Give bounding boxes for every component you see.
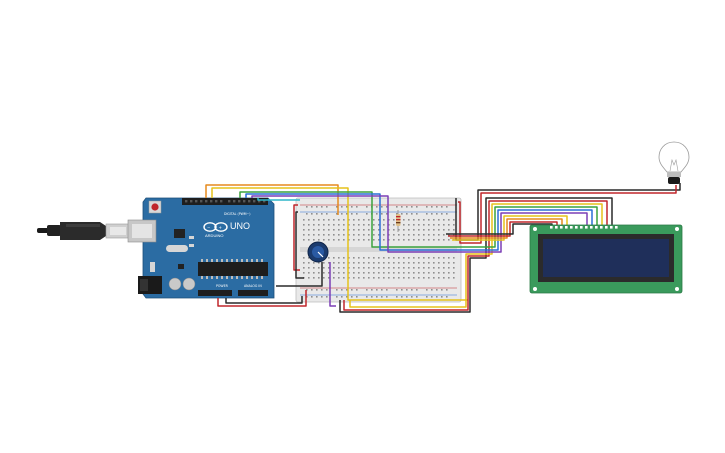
- wire-purple-pot[interactable]: [329, 262, 336, 307]
- wire-lcd-1[interactable]: [339, 197, 613, 313]
- arduino-uno-board[interactable]: DIGITAL (PWM~) − + UNO ARDUINO: [127, 197, 275, 299]
- svg-text:−: −: [207, 225, 210, 230]
- usb-cable-icon[interactable]: [37, 222, 131, 240]
- wire-orange[interactable]: [205, 184, 339, 215]
- wire-black-pot[interactable]: [276, 262, 323, 287]
- wire-red-lamp[interactable]: [458, 185, 677, 244]
- wire-yellow-1[interactable]: [211, 187, 468, 301]
- lcd-screen: [543, 239, 669, 277]
- wire-black-rail[interactable]: [295, 211, 304, 279]
- lcd-16x2-display[interactable]: [529, 224, 683, 294]
- wire-lcd-8[interactable]: [450, 218, 563, 239]
- wire-purple-1[interactable]: [251, 195, 474, 253]
- analog-label: ANALOG IN: [244, 284, 262, 288]
- wire-black-gnd[interactable]: [225, 296, 303, 304]
- wire-red-rail[interactable]: [293, 204, 300, 271]
- wire-blue-1[interactable]: [245, 193, 472, 251]
- wire-lcd-5[interactable]: [472, 209, 593, 251]
- potentiometer-icon[interactable]: [307, 241, 329, 263]
- wire-lcd-7[interactable]: [452, 215, 568, 241]
- breadboard[interactable]: [295, 197, 462, 303]
- digital-label: DIGITAL (PWM~): [224, 212, 250, 216]
- wire-green-1[interactable]: [239, 191, 470, 248]
- breadboard-holes: [303, 206, 455, 298]
- uno-label: UNO: [230, 221, 250, 231]
- resistor-icon[interactable]: [396, 210, 401, 232]
- lightbulb-icon[interactable]: [658, 141, 690, 184]
- wire-lcd-3[interactable]: [349, 203, 603, 308]
- svg-text:+: +: [219, 225, 222, 230]
- power-label: POWER: [216, 284, 229, 288]
- wire-cyan-1[interactable]: [257, 198, 300, 201]
- arduino-brand: ARDUINO: [205, 233, 223, 238]
- wire-black-lamp[interactable]: [455, 183, 681, 241]
- wires[interactable]: [205, 183, 681, 313]
- wire-lcd-10[interactable]: [446, 223, 553, 235]
- wire-lcd-6[interactable]: [474, 212, 588, 253]
- wire-lcd-2[interactable]: [343, 200, 608, 311]
- arduino-logo-icon: − +: [203, 222, 228, 232]
- wire-lcd-9[interactable]: [448, 221, 558, 237]
- wire-red-5v[interactable]: [217, 290, 307, 307]
- wire-lcd-4[interactable]: [470, 206, 598, 248]
